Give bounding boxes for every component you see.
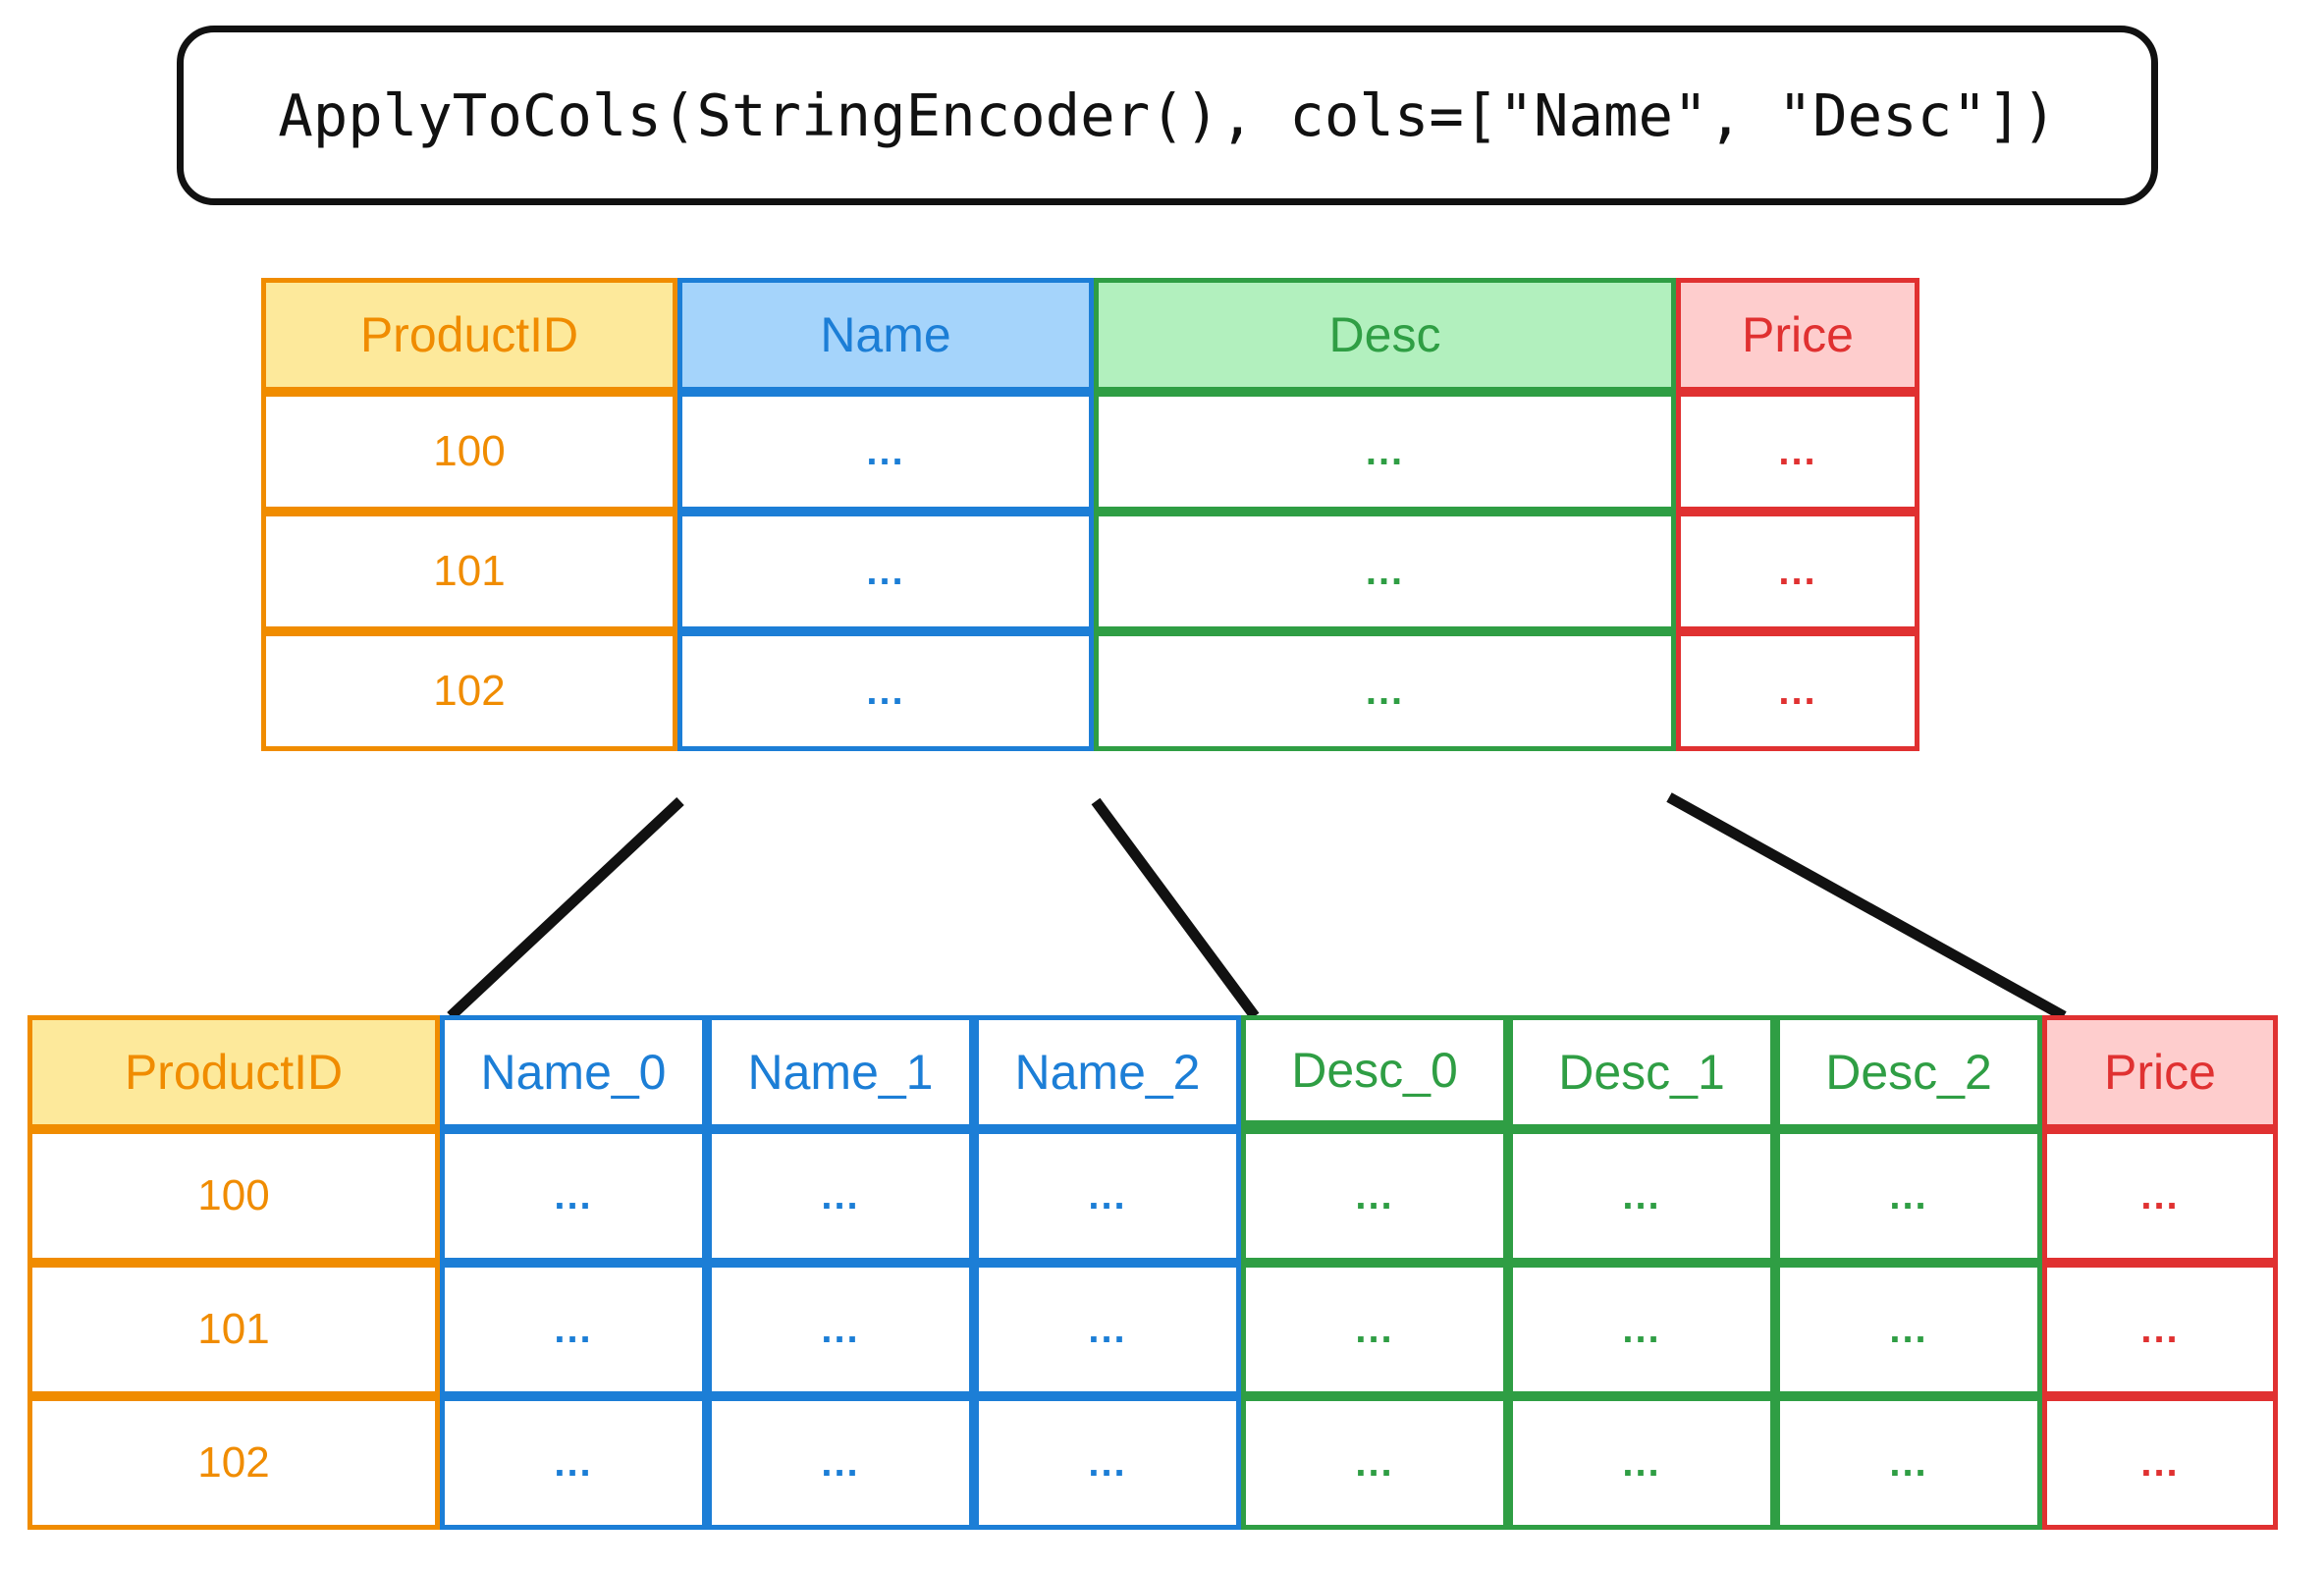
output-header-name-2: Name_2 bbox=[974, 1015, 1241, 1129]
output-cell-productid: 102 bbox=[27, 1396, 440, 1530]
output-cell-name-1: ... bbox=[707, 1129, 974, 1263]
output-cell-price: ... bbox=[2042, 1263, 2278, 1396]
input-table-row: 100 ... ... ... bbox=[261, 392, 1919, 512]
output-header-price: Price bbox=[2042, 1015, 2278, 1129]
output-cell-desc-1: ... bbox=[1508, 1396, 1775, 1530]
output-header-desc-2: Desc_2 bbox=[1775, 1015, 2042, 1129]
output-cell-desc-1: ... bbox=[1508, 1263, 1775, 1396]
output-cell-desc-0: ... bbox=[1241, 1396, 1508, 1530]
output-cell-desc-2: ... bbox=[1775, 1263, 2042, 1396]
output-header-desc-0: Desc_0 bbox=[1241, 1015, 1508, 1129]
output-cell-price: ... bbox=[2042, 1129, 2278, 1263]
output-table-row: 100 ... ... ... ... ... ... ... bbox=[27, 1129, 2278, 1263]
input-header-price: Price bbox=[1676, 278, 1919, 392]
connector-name-left bbox=[447, 796, 684, 1021]
input-cell-productid: 101 bbox=[261, 512, 677, 631]
output-cell-name-1: ... bbox=[707, 1263, 974, 1396]
operation-title-box: ApplyToCols(StringEncoder(), cols=["Name… bbox=[177, 26, 2158, 205]
input-table-row: 102 ... ... ... bbox=[261, 631, 1919, 751]
operation-title-text: ApplyToCols(StringEncoder(), cols=["Name… bbox=[278, 81, 2057, 149]
input-cell-name: ... bbox=[677, 392, 1094, 512]
output-table-row: 102 ... ... ... ... ... ... ... bbox=[27, 1396, 2278, 1530]
input-table-header-row: ProductID Name Desc Price bbox=[261, 278, 1919, 392]
input-header-desc: Desc bbox=[1094, 278, 1676, 392]
output-cell-price: ... bbox=[2042, 1396, 2278, 1530]
output-cell-name-0: ... bbox=[440, 1396, 707, 1530]
input-cell-desc: ... bbox=[1094, 512, 1676, 631]
input-cell-price: ... bbox=[1676, 512, 1919, 631]
output-cell-desc-0: ... bbox=[1241, 1129, 1508, 1263]
output-header-productid: ProductID bbox=[27, 1015, 440, 1129]
output-table: ProductID Name_0 Name_1 Name_2 Desc_0 De… bbox=[27, 1015, 2278, 1530]
input-header-productid: ProductID bbox=[261, 278, 677, 392]
output-cell-desc-2: ... bbox=[1775, 1396, 2042, 1530]
input-cell-name: ... bbox=[677, 631, 1094, 751]
input-table: ProductID Name Desc Price 100 ... ... ..… bbox=[261, 278, 1919, 751]
output-header-name-1: Name_1 bbox=[707, 1015, 974, 1129]
output-cell-name-2: ... bbox=[974, 1396, 1241, 1530]
output-header-name-0: Name_0 bbox=[440, 1015, 707, 1129]
output-cell-name-1: ... bbox=[707, 1396, 974, 1530]
input-header-name: Name bbox=[677, 278, 1094, 392]
output-cell-productid: 101 bbox=[27, 1263, 440, 1396]
input-cell-desc: ... bbox=[1094, 392, 1676, 512]
output-cell-desc-1: ... bbox=[1508, 1129, 1775, 1263]
output-cell-name-2: ... bbox=[974, 1129, 1241, 1263]
input-table-row: 101 ... ... ... bbox=[261, 512, 1919, 631]
connector-name-right bbox=[1091, 797, 1260, 1020]
output-cell-name-0: ... bbox=[440, 1263, 707, 1396]
output-cell-desc-2: ... bbox=[1775, 1129, 2042, 1263]
output-header-desc-1: Desc_1 bbox=[1508, 1015, 1775, 1129]
input-cell-productid: 102 bbox=[261, 631, 677, 751]
output-cell-name-0: ... bbox=[440, 1129, 707, 1263]
output-table-header-row: ProductID Name_0 Name_1 Name_2 Desc_0 De… bbox=[27, 1015, 2278, 1129]
input-cell-productid: 100 bbox=[261, 392, 677, 512]
connector-desc-right bbox=[1666, 792, 2067, 1021]
input-cell-price: ... bbox=[1676, 631, 1919, 751]
output-cell-name-2: ... bbox=[974, 1263, 1241, 1396]
output-cell-desc-0: ... bbox=[1241, 1263, 1508, 1396]
output-cell-productid: 100 bbox=[27, 1129, 440, 1263]
input-cell-name: ... bbox=[677, 512, 1094, 631]
output-table-row: 101 ... ... ... ... ... ... ... bbox=[27, 1263, 2278, 1396]
input-cell-price: ... bbox=[1676, 392, 1919, 512]
input-cell-desc: ... bbox=[1094, 631, 1676, 751]
